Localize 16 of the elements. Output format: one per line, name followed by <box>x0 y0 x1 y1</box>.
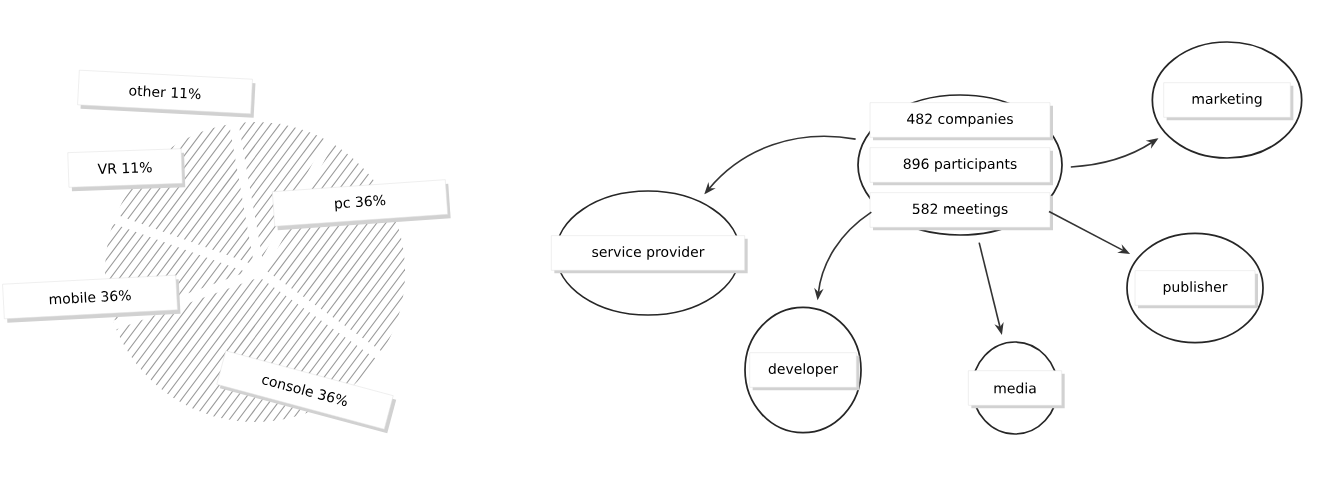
label-card: developer <box>749 352 860 391</box>
label-card: VR 11% <box>67 148 186 192</box>
label-card: mobile 36% <box>2 274 181 323</box>
label-card: 582 meetings <box>869 192 1053 231</box>
label-card: service provider <box>551 235 748 274</box>
ellipse <box>1151 41 1303 159</box>
ellipse <box>1126 232 1264 344</box>
label-card: publisher <box>1134 270 1258 309</box>
label-card: 896 participants <box>869 147 1053 186</box>
label-card: marketing <box>1163 82 1294 121</box>
label-card: 482 companies <box>869 102 1053 141</box>
label-card: other 11% <box>77 69 256 118</box>
label-card: media <box>968 370 1065 409</box>
label-card: console 36% <box>216 350 397 434</box>
ellipse <box>744 306 862 434</box>
label-card: pc 36% <box>272 179 451 231</box>
